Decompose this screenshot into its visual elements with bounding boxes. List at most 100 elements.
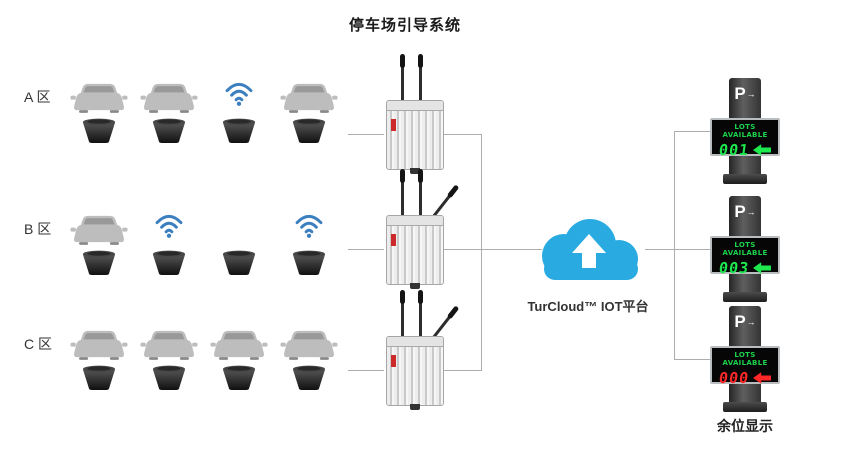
connector-line [348, 249, 384, 250]
parking-sign: P→ [734, 202, 756, 221]
connector-line [444, 370, 481, 371]
ground-sensor-icon [291, 365, 327, 390]
ground-sensor-icon [151, 365, 187, 390]
zone-a-slots [64, 78, 344, 114]
parking-slot [204, 325, 274, 361]
parking-slot [134, 325, 204, 361]
sign-arrow-icon: → [746, 207, 756, 217]
remaining-lots-label: 余位显示 [717, 418, 773, 434]
wifi-signal-icon [294, 213, 324, 238]
parking-slot [134, 210, 204, 246]
zone-b-sensors [64, 250, 344, 275]
zone-c: C 区 [0, 325, 410, 395]
zone-a-sensors [64, 118, 344, 143]
ground-sensor-icon [221, 118, 257, 143]
gateway-port [410, 168, 420, 174]
lots-available-panel: LOTS AVAILABLE 003 [710, 236, 780, 277]
gateway-red-label [391, 234, 396, 246]
wifi-signal-icon [224, 81, 254, 106]
gateway-box [386, 100, 444, 170]
zone-b: B 区 [0, 210, 410, 280]
left-arrow-icon [753, 144, 771, 156]
display-base [723, 402, 767, 412]
panel-title: LOTS AVAILABLE [722, 351, 768, 367]
ground-sensor-icon [81, 365, 117, 390]
panel-title: LOTS AVAILABLE [722, 123, 768, 139]
connector-bus-right [674, 131, 675, 360]
gateway-box [386, 215, 444, 285]
zone-b-slots [64, 210, 344, 246]
display-base [723, 292, 767, 302]
zone-a: A 区 [0, 78, 410, 148]
parking-slot [134, 78, 204, 114]
antenna-icon [400, 169, 405, 217]
gateway-device-1 [386, 54, 444, 174]
ground-sensor-icon [151, 118, 187, 143]
gateway-device-3 [386, 290, 458, 410]
sign-arrow-icon: → [746, 317, 756, 327]
lots-available-panel: LOTS AVAILABLE 000 [710, 346, 780, 387]
display-kiosk-3: P→ LOTS AVAILABLE 000 [710, 306, 780, 412]
car-icon [140, 80, 198, 113]
car-icon [280, 80, 338, 113]
ground-sensor-icon [291, 250, 327, 275]
lots-count: 000 [717, 369, 751, 387]
connector-line [482, 249, 542, 250]
car-icon [210, 327, 268, 360]
lots-count: 003 [717, 259, 751, 277]
left-arrow-icon [753, 262, 771, 274]
gateway-red-label [391, 119, 396, 131]
antenna-icon [400, 54, 405, 102]
car-icon [70, 80, 128, 113]
zone-a-label: A 区 [24, 89, 51, 105]
sign-arrow-icon: → [746, 89, 756, 99]
car-icon [140, 327, 198, 360]
connector-line [674, 359, 710, 360]
lots-count: 001 [717, 141, 751, 159]
gateway-box [386, 336, 444, 406]
cloud-upload-icon [528, 208, 648, 290]
left-arrow-icon [753, 372, 771, 384]
car-icon [280, 327, 338, 360]
ground-sensor-icon [221, 365, 257, 390]
lots-available-panel: LOTS AVAILABLE 001 [710, 118, 780, 159]
display-kiosk-2: P→ LOTS AVAILABLE 003 [710, 196, 780, 302]
connector-line [348, 134, 384, 135]
parking-slot [204, 78, 274, 114]
gateway-device-2 [386, 169, 458, 289]
cloud-platform-label: TurCloud™ IOT平台 [527, 299, 649, 314]
antenna-icon [418, 54, 423, 102]
connector-line [674, 131, 710, 132]
antenna-icon [418, 169, 423, 217]
ground-sensor-icon [291, 118, 327, 143]
zone-b-label: B 区 [24, 221, 52, 237]
antenna-icon [418, 290, 423, 338]
parking-slot [64, 210, 134, 246]
connector-line [674, 249, 710, 250]
parking-slot [64, 325, 134, 361]
connector-line [348, 370, 384, 371]
display-base [723, 174, 767, 184]
panel-title: LOTS AVAILABLE [722, 241, 768, 257]
ground-sensor-icon [221, 250, 257, 275]
iot-cloud [528, 208, 648, 290]
zone-c-slots [64, 325, 344, 361]
page-title: 停车场引导系统 [348, 17, 461, 34]
ground-sensor-icon [151, 250, 187, 275]
parking-sign: P→ [734, 84, 756, 103]
gateway-port [410, 283, 420, 289]
zone-c-sensors [64, 365, 344, 390]
parking-slot [274, 78, 344, 114]
car-icon [70, 212, 128, 245]
ground-sensor-icon [81, 118, 117, 143]
wifi-signal-icon [154, 213, 184, 238]
connector-line [645, 249, 674, 250]
antenna-icon [400, 290, 405, 338]
parking-slot [204, 210, 274, 246]
parking-slot [274, 210, 344, 246]
car-icon [70, 327, 128, 360]
parking-slot [64, 78, 134, 114]
gateway-red-label [391, 355, 396, 367]
gateway-port [410, 404, 420, 410]
ground-sensor-icon [81, 250, 117, 275]
